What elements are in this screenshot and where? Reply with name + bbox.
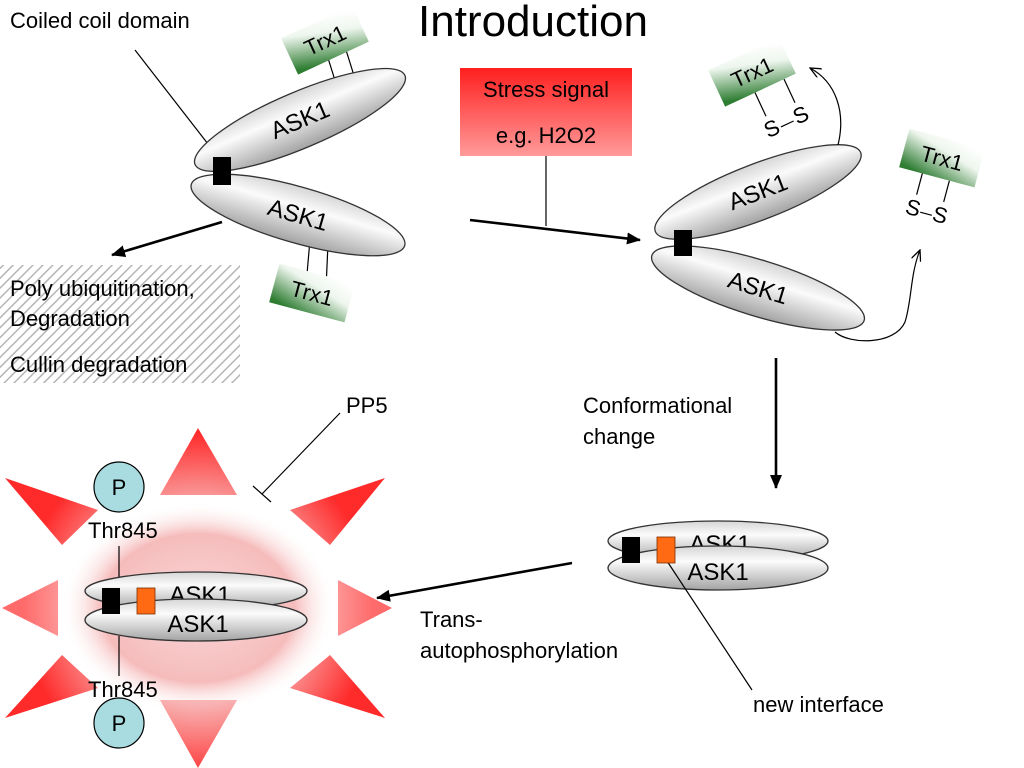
pp5-inhibition-line [261, 412, 341, 495]
conformational-change-label: Conformational [583, 393, 732, 418]
trx1-upper: Trx1 [281, 5, 369, 75]
dissociated-ask1-complex: ASK1 ASK1 Trx1 S S Trx1 S S [650, 37, 985, 342]
degradation-text-line: Degradation [10, 306, 130, 331]
activation-burst-ray [160, 428, 237, 495]
trx1-release-arrow [810, 68, 842, 146]
sulfur-label: S [903, 194, 924, 222]
new-interface-marker [136, 587, 156, 615]
ask1-ellipse [190, 173, 406, 257]
disulfide-bond-line [920, 211, 932, 216]
disulfide-bond-line [943, 180, 950, 203]
pp5-label: PP5 [346, 393, 388, 418]
phosphate-circle [93, 697, 145, 749]
conformational-change-label: change [583, 424, 655, 449]
released-trx1-oxidized: Trx1 S S [899, 128, 985, 229]
new-interface-pointer [664, 557, 753, 691]
coiled-coil-label: Coiled coil domain [10, 8, 190, 33]
new-interface-label: new interface [753, 692, 884, 717]
coiled-coil-marker [674, 230, 692, 256]
degradation-text-line: Cullin degradation [10, 352, 187, 377]
stress-signal-title: Stress signal [483, 77, 609, 102]
activation-burst-ray [290, 478, 385, 545]
inactive-ask1-complex: Coiled coil domain ASK1 ASK1 Trx1 Trx1 [10, 5, 407, 323]
phosphate-circle [93, 461, 145, 513]
ask1-lower-subunit: ASK1 [650, 245, 866, 331]
trx1-box [708, 37, 796, 107]
activation-burst-ray [5, 655, 98, 718]
ask1-lower-subunit: ASK1 [190, 173, 406, 257]
disulfide-bond-line [754, 92, 767, 117]
pp5-inhibition-bar [252, 485, 272, 503]
stress-signal-panel [460, 68, 632, 156]
activation-burst-ray [2, 580, 58, 636]
trx1-box [281, 5, 369, 75]
trx1-box [899, 128, 985, 188]
active-ask1-complex: ASK1 ASK1 P Thr845 Thr845 P [2, 428, 392, 768]
phosphate-label: P [112, 475, 127, 500]
degradation-box: Poly ubiquitination, Degradation Cullin … [0, 265, 240, 383]
coiled-coil-marker [213, 157, 231, 185]
ask1-ellipse [193, 67, 407, 173]
trans-autophosphorylation-label: autophosphorylation [420, 638, 618, 663]
sulfur-label: S [760, 114, 784, 143]
degradation-text-line: Poly ubiquitination, [10, 276, 195, 301]
coiled-coil-marker [102, 588, 120, 614]
ask1-label: ASK1 [687, 559, 748, 586]
degradation-arrow [111, 220, 223, 258]
disulfide-bond-line [916, 173, 923, 195]
stress-signal-box: Stress signal e.g. H2O2 [460, 68, 632, 156]
trans-autophosphorylation-label: Trans- [420, 607, 483, 632]
sulfur-label: S [930, 201, 951, 229]
slide-title: Introduction [418, 0, 648, 46]
phosphate-label: P [112, 711, 127, 736]
coiled-coil-marker [622, 537, 640, 563]
degradation-hatched-panel [0, 265, 240, 383]
trx1-release-arrow [834, 250, 920, 342]
stress-signal-example: e.g. H2O2 [496, 123, 596, 148]
activation-burst-ray [5, 478, 98, 545]
new-interface-marker [656, 536, 676, 564]
trans-autophosphorylation-arrow [376, 561, 573, 602]
activation-burst-ray [160, 700, 237, 768]
interface-ask1-complex: ASK1 ASK1 new interface [607, 520, 884, 717]
ask1-ellipse [650, 245, 866, 331]
activation-arrow [469, 218, 641, 245]
residue-label: Thr845 [88, 518, 158, 543]
ask1-upper-subunit: ASK1 [193, 67, 407, 173]
disulfide-bond-line [780, 120, 794, 128]
disulfide-bond-line [783, 78, 796, 103]
sulfur-label: S [789, 101, 813, 130]
ask1-upper-subunit: ASK1 [654, 144, 862, 240]
ask1-ellipse [654, 144, 862, 240]
activation-burst-ray [290, 655, 385, 718]
ask1-label: ASK1 [167, 611, 228, 638]
trx1-lower: Trx1 [269, 263, 355, 323]
activation-burst-ray [338, 580, 392, 636]
trx1-box [269, 263, 355, 323]
released-trx1-oxidized: Trx1 S S [708, 37, 813, 143]
